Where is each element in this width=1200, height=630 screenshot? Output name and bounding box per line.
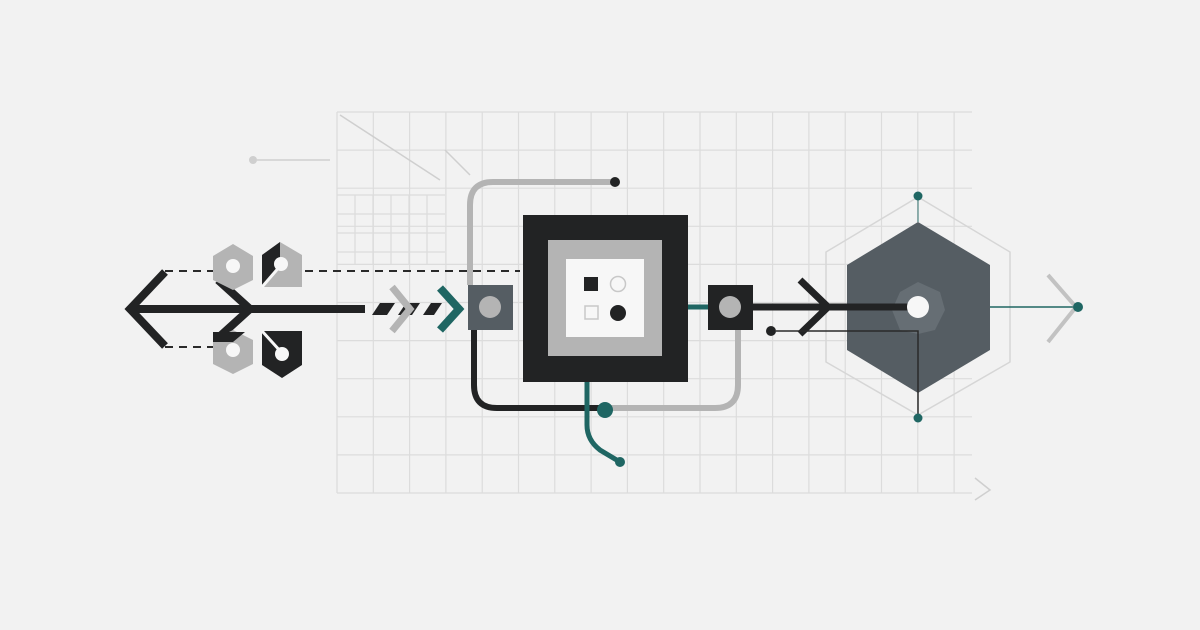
endpoint-dot (610, 177, 620, 187)
outline-circle-icon (609, 275, 627, 293)
teal-node-dot (913, 413, 923, 423)
filled-square-icon (584, 277, 598, 291)
endpoint-dot (766, 326, 776, 336)
gray-connector (605, 330, 741, 411)
hub-center-icon (907, 296, 929, 318)
hexagon-node-icon (213, 244, 253, 290)
chevron-right-icon (389, 284, 415, 334)
outline-square-icon (584, 305, 599, 320)
chevron-right-icon (797, 277, 834, 337)
hexagon-node-icon (213, 330, 253, 374)
chevron-right-icon (437, 285, 465, 333)
chevron-right-icon (1046, 273, 1079, 344)
filled-circle-icon (610, 305, 626, 321)
endpoint-dot (615, 457, 625, 467)
teal-node-dot (913, 191, 923, 201)
square-node-icon (468, 285, 513, 330)
teal-node-dot (597, 402, 613, 418)
black-connector (471, 330, 605, 411)
decorative-lines (249, 114, 992, 501)
dashed-guides (165, 270, 520, 348)
left-arrow-icon (124, 269, 365, 349)
teal-connector (584, 338, 622, 465)
nested-square-core-icon (523, 215, 688, 382)
gray-connector (467, 179, 615, 285)
thin-connector (776, 330, 919, 418)
faint-chevron-icon (974, 477, 992, 501)
teal-node-dot (1073, 302, 1083, 312)
shield-node-icon (260, 242, 302, 288)
shield-node-icon (260, 329, 302, 378)
square-node-icon (708, 285, 753, 330)
small-dot-icon (249, 156, 257, 164)
